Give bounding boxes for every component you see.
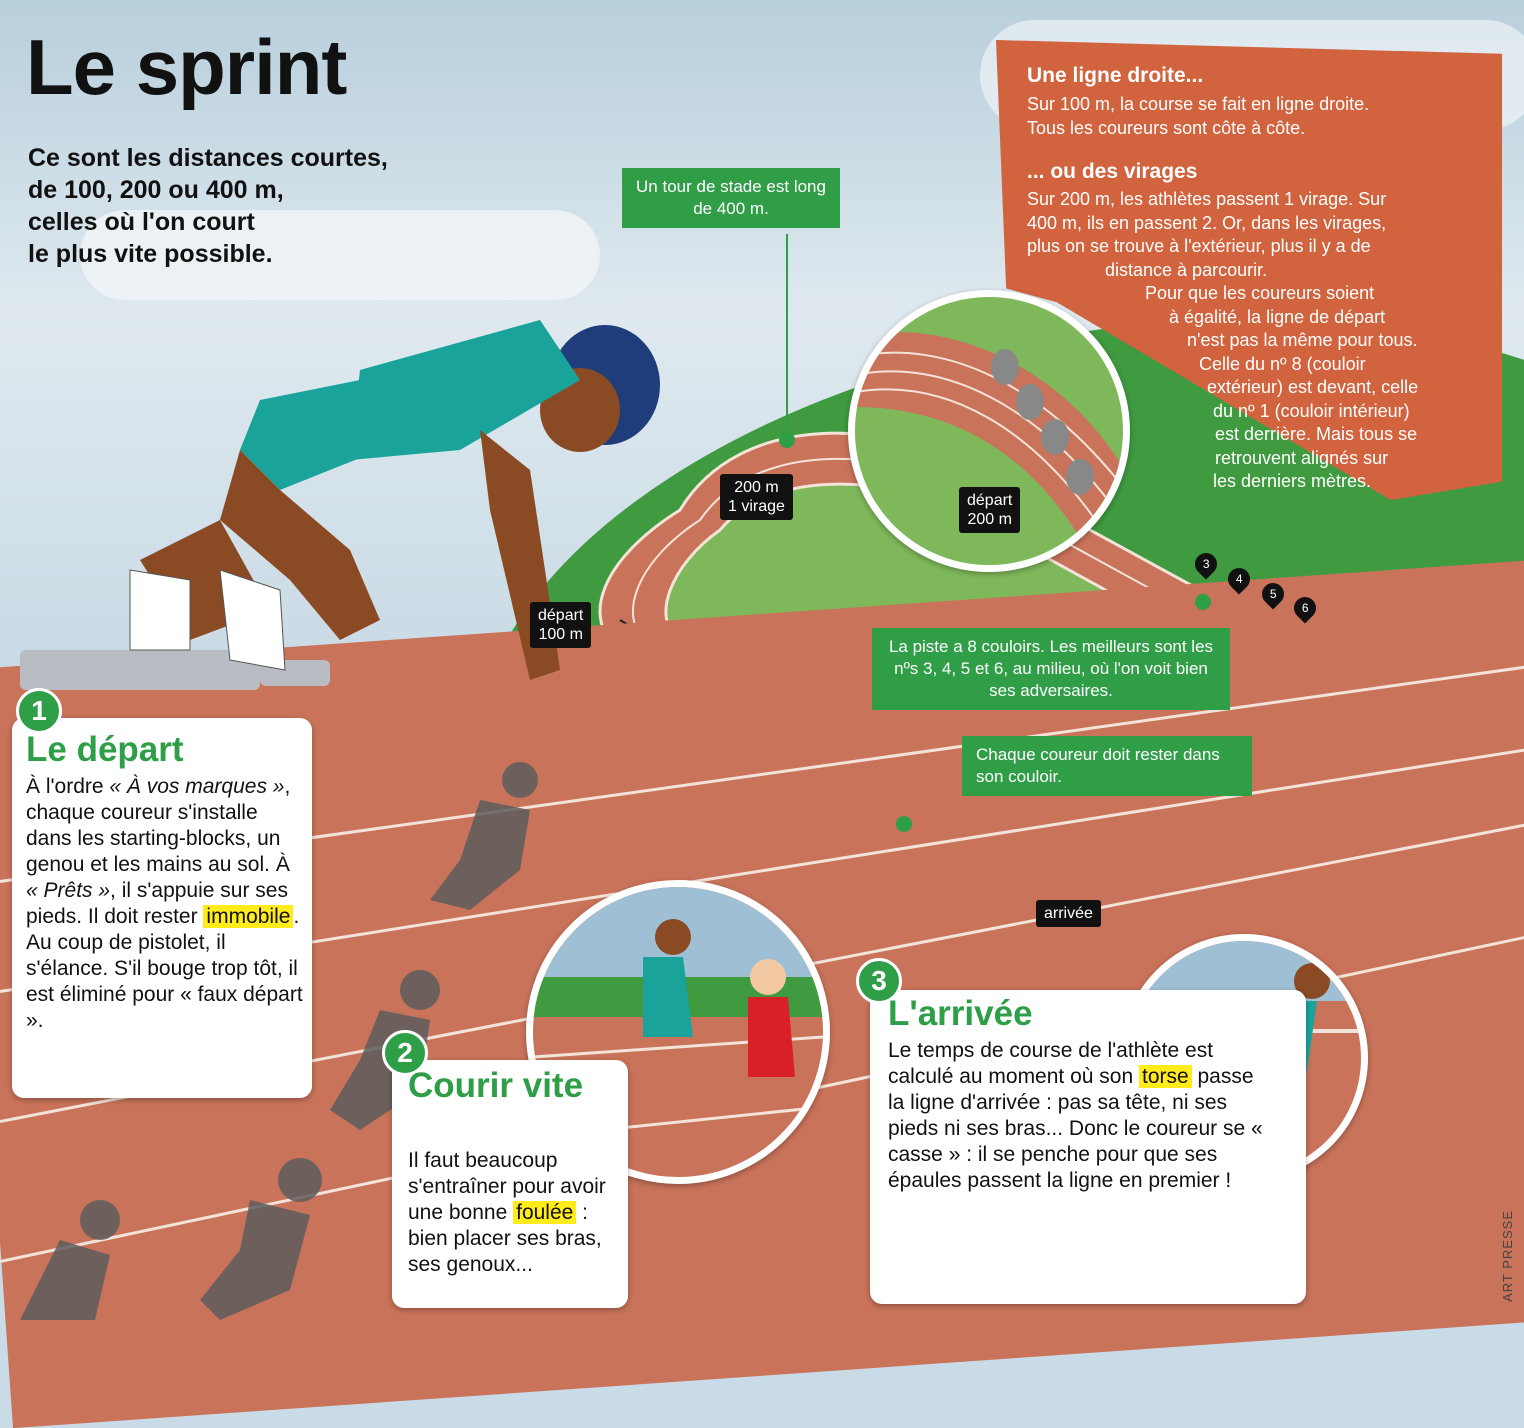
info-heading-straight: Une ligne droite... <box>1027 64 1204 87</box>
page-subtitle: Ce sont les distances courtes, de 100, 2… <box>28 144 388 268</box>
section-title-arrivee: L'arrivée <box>888 994 1033 1033</box>
section-text-depart: À l'ordre « À vos marques », chaque cour… <box>26 775 303 1032</box>
cloud <box>80 210 600 300</box>
panel-courir <box>392 1060 628 1308</box>
section-number-3: 3 <box>856 958 902 1004</box>
section-title-depart: Le départ <box>26 730 184 769</box>
highlight-immobile: immobile <box>203 905 294 928</box>
section-number-2: 2 <box>382 1030 428 1076</box>
tag-200m-virage: 200 m 1 virage <box>720 474 793 520</box>
athlete-shorts <box>240 380 380 490</box>
tag-depart-200m: départ 200 m <box>959 487 1021 533</box>
section-title-courir: Courir vite <box>408 1066 584 1105</box>
panel-arrivee <box>870 990 1306 1304</box>
page-title: Le sprint <box>26 23 347 111</box>
highlight-torse: torse <box>1138 1065 1192 1088</box>
section-text-courir: Il faut beaucoup s'entraîner pour avoir … <box>408 1149 606 1276</box>
staggered-start-illustration <box>855 332 1123 565</box>
athlete-top <box>350 320 580 460</box>
zoom-circle-staggered-start: départ 200 m <box>848 290 1130 572</box>
callout-rester-couloir: Chaque coureur doit rester dans son coul… <box>962 736 1252 796</box>
highlight-foulee: foulée <box>513 1201 577 1224</box>
connector-dot <box>896 816 912 832</box>
connector-line <box>786 234 788 440</box>
connector-dot <box>1195 594 1211 610</box>
callout-couloirs: La piste a 8 couloirs. Les meilleurs son… <box>872 628 1230 710</box>
section-text-arrivee: Le temps de course de l'athlète est calc… <box>888 1039 1263 1192</box>
info-text-straight: Sur 100 m, la course se fait en ligne dr… <box>1027 94 1370 138</box>
credit-text: ART PRESSE <box>1500 1210 1515 1302</box>
info-text-curves: Sur 200 m, les athlètes passent 1 virage… <box>1027 189 1419 491</box>
info-heading-curves: ... ou des virages <box>1027 160 1198 183</box>
tag-depart-100m: départ 100 m <box>530 602 592 648</box>
tag-arrivee: arrivée <box>1036 900 1101 927</box>
connector-dot <box>779 432 795 448</box>
callout-tour-stade: Un tour de stade est long de 400 m. <box>622 168 840 228</box>
section-number-1: 1 <box>16 688 62 734</box>
starting-block <box>20 650 260 690</box>
